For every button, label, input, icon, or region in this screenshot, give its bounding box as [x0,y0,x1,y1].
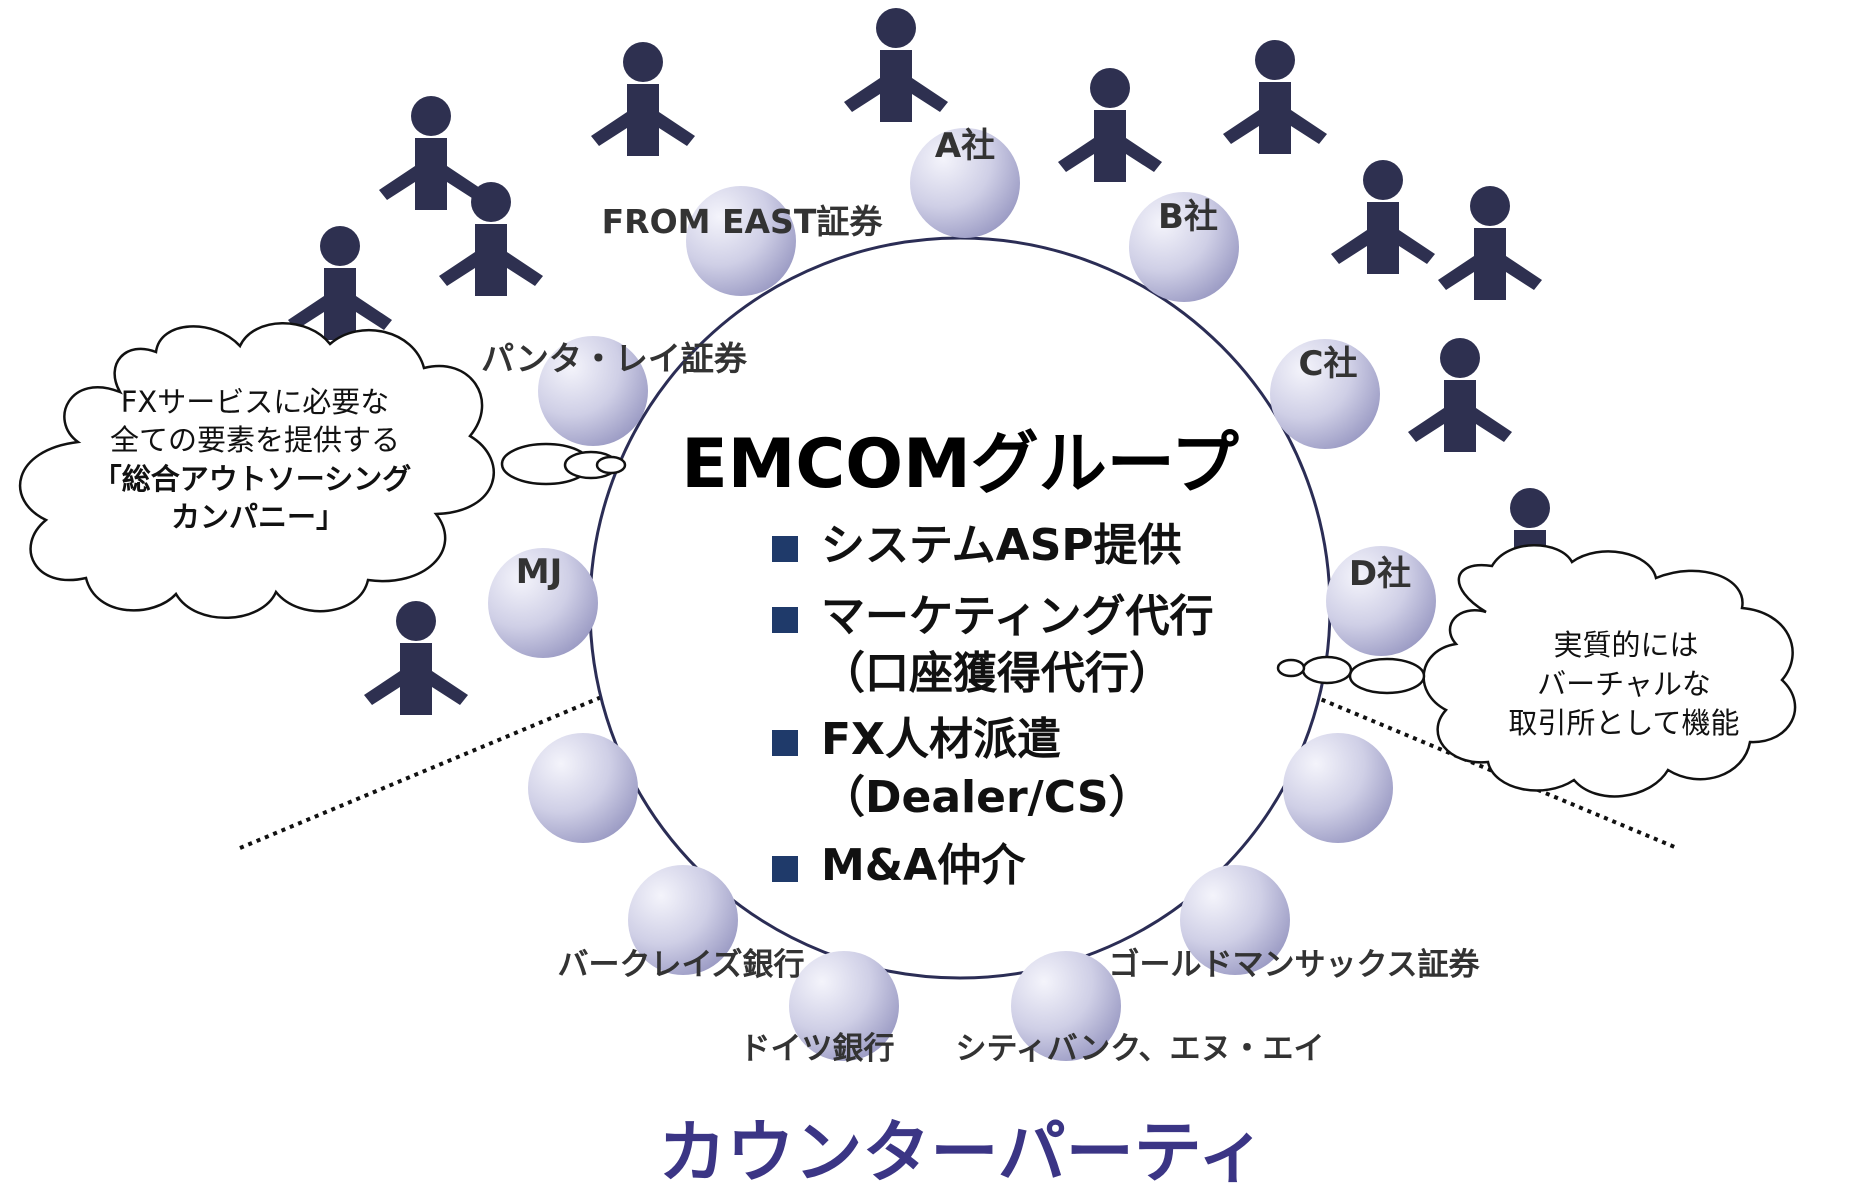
label-citi: シティバンク、エヌ・エイ [956,1031,1325,1067]
person-icon [1408,338,1512,452]
label-panta-rei: パンタ・レイ証券 [481,339,748,378]
person-icon [844,8,948,122]
cloud-right-line-3: 取引所として機能 [1508,706,1739,740]
person-icon [379,96,483,210]
bubble-c [1270,339,1380,449]
service-list: システムASP提供 マーケティング代行 （口座獲得代行） FX人材派遣 （Dea… [772,520,1213,891]
bubble-barclays [628,865,738,975]
cloud-right-line-1: 実質的には [1553,628,1698,662]
bubble-b [1129,192,1239,302]
label-deutsche: ドイツ銀行 [740,1031,895,1067]
service-item-3: FX人材派遣 [821,714,1061,765]
person-icon [288,226,392,340]
person-icon [364,601,468,715]
bubble-a [910,128,1020,238]
bullet-square-icon [772,607,798,633]
bubble-empty-left [528,733,638,843]
service-item-4: M&A仲介 [821,840,1026,891]
bullet-square-icon [772,730,798,756]
label-from-east: FROM EAST証券 [602,202,884,241]
cloud-right-line-2: バーチャルな [1537,667,1711,701]
center-title: EMCOMグループ [681,425,1238,504]
service-item-3-sub: （Dealer/CS） [821,772,1153,823]
bubble-goldman [1180,865,1290,975]
bubble-mj [488,548,598,658]
dotted-divider-left [239,656,696,850]
label-d: D社 [1349,554,1411,594]
bubble-panta-rei [538,336,648,446]
service-item-2-sub: （口座獲得代行） [821,648,1173,699]
label-a: A社 [935,126,995,166]
cloud-left-line-3: 「総合アウトソーシング [93,462,411,496]
thought-cloud-left: FXサービスに必要な 全ての要素を提供する 「総合アウトソーシング カンパニー」 [18,322,627,619]
cloud-left-line-1: FXサービスに必要な [121,385,390,419]
label-barclays: バークレイズ銀行 [557,947,804,983]
label-c: C社 [1299,344,1358,384]
person-icon [1438,186,1542,300]
bullet-square-icon [772,536,798,562]
label-goldman: ゴールドマンサックス証券 [1108,947,1480,983]
person-icon [591,42,695,156]
person-icon [1223,40,1327,154]
service-item-2: マーケティング代行 [821,591,1213,642]
bubble-d [1326,546,1436,656]
cloud-left-line-4: カンパニー」 [171,500,345,534]
person-icon [439,182,543,296]
bubble-empty-right [1283,733,1393,843]
cloud-left-line-2: 全ての要素を提供する [110,423,400,457]
person-icon [1058,68,1162,182]
label-mj: MJ [516,552,562,592]
bullet-square-icon [772,856,798,882]
service-item-1: システムASP提供 [821,520,1182,571]
bubble-from-east [686,186,796,296]
bubble-deutsche [789,951,899,1061]
bubble-citi [1011,951,1121,1061]
footer-counterparty: カウンターパーティ [658,1114,1265,1184]
label-b: B社 [1158,197,1218,237]
thought-cloud-right: 実質的には バーチャルな 取引所として機能 [1276,544,1797,798]
person-icon [1331,160,1435,274]
